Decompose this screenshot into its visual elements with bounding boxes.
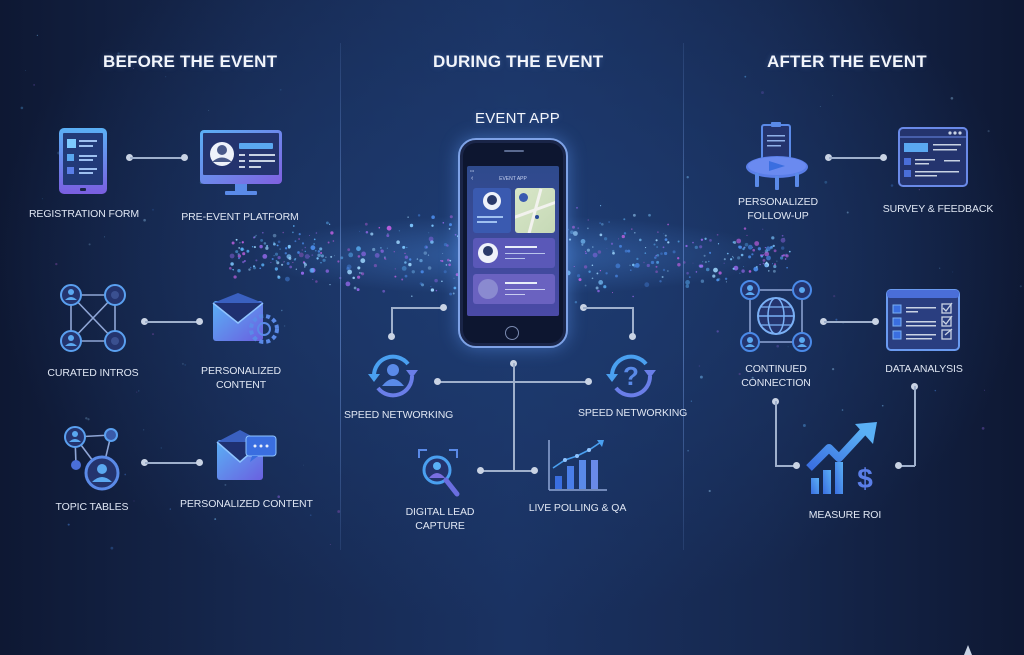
attendee-card-2	[473, 274, 555, 304]
label-continued-connection: CONTINUED CONNECTION	[741, 363, 811, 389]
envelope-gear-icon	[212, 293, 279, 344]
phone-speaker	[504, 150, 524, 152]
connector-line	[775, 465, 797, 467]
connector-dot	[880, 154, 887, 161]
label-topic-tables: TOPIC TABLES	[55, 501, 129, 513]
connector-line	[391, 307, 393, 337]
label-pre-event-platform: PRE-EVENT PLATFORM	[181, 211, 299, 223]
cycle-person-icon	[368, 354, 418, 398]
connector-dot	[585, 378, 592, 385]
label-personalized-content-2: PERSONALIZED CONTENT	[180, 498, 313, 510]
connector-line	[583, 307, 633, 309]
label-curated-intros: CURATED INTROS	[47, 367, 139, 379]
connector-dot	[181, 154, 188, 161]
growth-dollar-icon: $	[806, 422, 877, 494]
label-personalized-content-1: PERSONALIZED CONTENT	[201, 365, 281, 391]
bar-chart-trend-icon	[548, 440, 607, 491]
label-registration-form: REGISTRATION FORM	[28, 208, 140, 220]
label-speed-networking-2: SPEED NETWORKING	[578, 407, 688, 419]
connector-line	[391, 307, 443, 309]
checklist-window-icon	[886, 289, 960, 351]
tablet-form-icon	[59, 128, 107, 194]
map-card	[515, 188, 555, 233]
phone-screen: ••• ‹ EVENT APP	[467, 166, 559, 316]
connector-dot	[531, 467, 538, 474]
home-button	[505, 326, 519, 340]
event-app-title: EVENT APP	[475, 110, 560, 127]
scan-search-person-icon	[418, 449, 460, 497]
connector-dot	[895, 462, 902, 469]
connector-line	[438, 381, 588, 383]
section-title-after: AFTER THE EVENT	[767, 52, 927, 71]
connector-line	[775, 401, 777, 466]
connector-line	[145, 462, 200, 464]
connector-line	[145, 321, 200, 323]
browser-form-icon	[898, 127, 968, 187]
phone-mockup: ••• ‹ EVENT APP	[458, 138, 568, 348]
network-people-icon	[60, 284, 126, 352]
column-divider-right	[683, 43, 684, 550]
connector-dot	[196, 459, 203, 466]
label-data-analysis: DATA ANALYSIS	[885, 363, 963, 375]
connector-line	[513, 363, 515, 471]
connector-dot	[141, 318, 148, 325]
connector-line	[829, 157, 884, 159]
connector-dot	[825, 154, 832, 161]
connector-line	[632, 307, 634, 337]
column-divider-left	[340, 43, 341, 550]
connector-line	[898, 465, 915, 467]
back-icon: ‹	[471, 175, 474, 182]
connector-dot	[477, 467, 484, 474]
connector-dot	[440, 304, 447, 311]
svg-text:$: $	[857, 463, 873, 494]
profile-card	[473, 188, 511, 233]
connector-line	[480, 470, 535, 472]
label-live-polling: LIVE POLLING & QA	[528, 502, 627, 514]
connector-line	[824, 321, 876, 323]
connector-line	[130, 157, 185, 159]
label-survey-feedback: SURVEY & FEEDBACK	[882, 203, 994, 215]
connector-dot	[434, 378, 441, 385]
label-personalized-follow-up: PERSONALIZED FOLLOW-UP	[738, 196, 818, 222]
watermark-triangle-icon	[964, 645, 972, 655]
attendee-card-1	[473, 238, 555, 268]
label-speed-networking-1: SPEED NETWORKING	[344, 409, 454, 421]
monitor-profile-icon	[200, 130, 282, 195]
status-bar: •••	[470, 168, 475, 173]
connector-dot	[629, 333, 636, 340]
people-cluster-icon	[64, 426, 120, 491]
section-title-during: DURING THE EVENT	[433, 52, 604, 71]
svg-text:?: ?	[623, 361, 639, 391]
connector-dot	[141, 459, 148, 466]
section-title-before: BEFORE THE EVENT	[103, 52, 278, 71]
connector-dot	[388, 333, 395, 340]
globe-network-icon	[740, 280, 812, 352]
connector-dot	[820, 318, 827, 325]
connector-dot	[793, 462, 800, 469]
cycle-question-icon: ?	[606, 354, 656, 398]
clipboard-table-icon	[746, 122, 808, 190]
connector-line	[914, 386, 916, 466]
phone-app-title: EVENT APP	[499, 176, 527, 182]
connector-dot	[126, 154, 133, 161]
connector-dot	[196, 318, 203, 325]
connector-dot	[872, 318, 879, 325]
envelope-chat-icon	[216, 430, 277, 480]
label-digital-lead-capture: DIGITAL LEAD CAPTURE	[405, 506, 475, 532]
label-measure-roi: MEASURE ROI	[808, 509, 882, 521]
